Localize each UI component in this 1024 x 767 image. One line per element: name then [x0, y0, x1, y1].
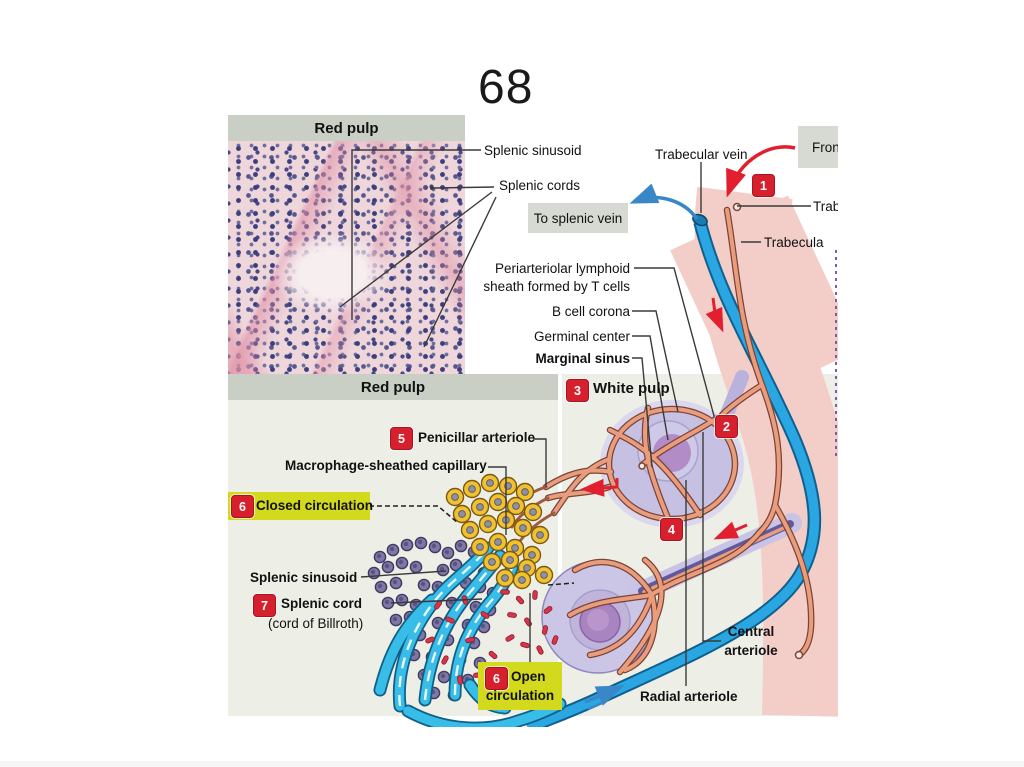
label-macrophage-sheathed-capillary: Macrophage-sheathed capillary — [285, 458, 487, 473]
badge-4: 4 — [660, 518, 683, 541]
label-trabecula: Trabecula — [764, 235, 824, 250]
page-number: 68 — [478, 61, 534, 114]
badge-1: 1 — [752, 174, 775, 197]
from-box-clipped: Fron — [798, 126, 838, 168]
label-marginal-sinus: Marginal sinus — [535, 351, 630, 366]
label-pals-line1: Periarteriolar lymphoid — [494, 261, 630, 276]
spleen-diagram: Red pulp Red pulp To splenic vein Fron — [228, 115, 838, 727]
badge-2: 2 — [715, 415, 738, 438]
badge-6-open: 6 — [485, 667, 508, 690]
to-splenic-vein-box: To splenic vein — [528, 203, 628, 233]
closed-circulation-highlight: 6 Closed circulation — [228, 492, 374, 520]
red-pulp-micrograph — [228, 141, 465, 374]
white-pulp-panel — [562, 374, 838, 716]
badge-3: 3 — [566, 379, 589, 402]
label-penicillar-arteriole: Penicillar arteriole — [418, 430, 536, 445]
label-trabecular-vein: Trabecular vein — [655, 147, 748, 162]
label-splenic-cords: Splenic cords — [499, 178, 581, 193]
badge-6-closed: 6 — [231, 495, 254, 518]
label-trabecular-artery-clipped: Trab — [813, 199, 838, 214]
label-splenic-sinusoid-top: Splenic sinusoid — [484, 143, 582, 158]
label-central-arteriole-line1: Central — [727, 624, 775, 639]
label-radial-arteriole: Radial arteriole — [640, 689, 738, 704]
badge-5: 5 — [390, 427, 413, 450]
label-cord-of-billroth: (cord of Billroth) — [268, 616, 364, 631]
label-germinal-center: Germinal center — [533, 329, 630, 344]
label-closed-circulation: Closed circulation — [256, 498, 374, 513]
label-white-pulp: White pulp — [593, 380, 670, 397]
label-open-circulation-line2: circulation — [485, 688, 555, 703]
red-pulp-header: Red pulp — [228, 374, 558, 400]
label-pals-line2: sheath formed by T cells — [483, 279, 630, 294]
label-splenic-sinusoid-bottom: Splenic sinusoid — [250, 570, 358, 585]
histology-header: Red pulp — [228, 115, 465, 141]
bottom-strip — [0, 761, 1024, 767]
open-circulation-highlight: 6 Open circulation — [478, 662, 562, 710]
label-b-cell-corona: B cell corona — [551, 304, 630, 319]
badge-7: 7 — [253, 594, 276, 617]
label-splenic-cord: Splenic cord — [281, 596, 363, 611]
label-central-arteriole-line2: arteriole — [724, 643, 778, 658]
label-open-circulation-line1: Open — [511, 669, 546, 684]
